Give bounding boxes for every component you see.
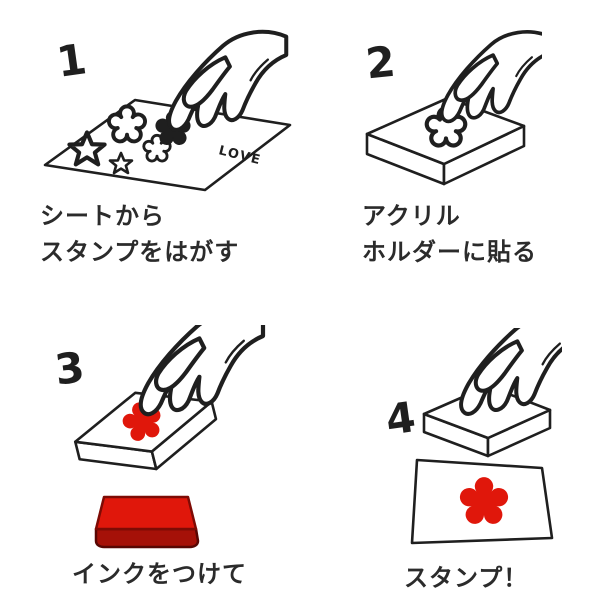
stamp-sheet: LOVE — [43, 98, 292, 192]
step-2-illustration — [365, 29, 542, 186]
step-1-caption: シートから スタンプをはがす — [40, 198, 239, 270]
caption-line: インクをつけて — [72, 560, 247, 588]
hand-icon — [169, 32, 286, 130]
caption-line: スタンプ！ — [404, 564, 529, 592]
caption-line: スタンプをはがす — [40, 238, 240, 266]
caption-line: ホルダーに貼る — [362, 238, 537, 266]
step-3-caption: インクをつけて — [72, 556, 247, 592]
step-1-illustration: LOVE — [43, 22, 292, 192]
step-4-illustration — [410, 328, 562, 545]
caption-line: アクリル — [362, 202, 461, 230]
hand-icon — [439, 29, 542, 124]
step-2-caption: アクリル ホルダーに貼る — [362, 198, 537, 270]
acrylic-block — [422, 384, 552, 458]
step-3-illustration — [73, 325, 282, 549]
ink-pad — [94, 495, 200, 549]
hand-icon — [141, 325, 263, 414]
caption-line: シートから — [40, 202, 165, 230]
step-4-caption: スタンプ！ — [404, 560, 528, 596]
paper — [410, 458, 554, 545]
